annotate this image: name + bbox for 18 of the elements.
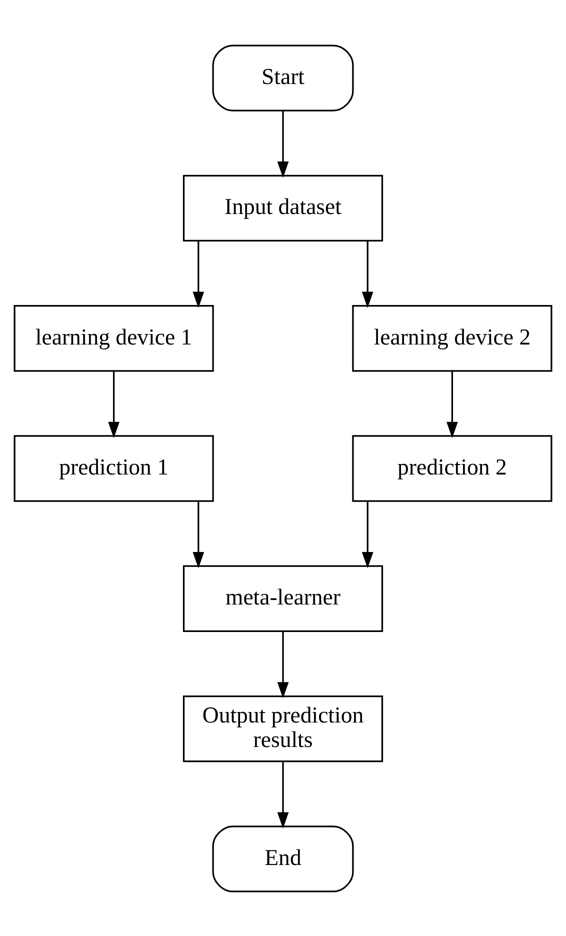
arrow <box>108 370 120 438</box>
node-box: prediction 2 <box>352 434 552 502</box>
node-box: prediction 1 <box>14 434 214 502</box>
arrow <box>446 370 458 438</box>
node-box: meta-learner <box>182 564 384 632</box>
arrow <box>192 500 204 568</box>
node-box: Output prediction results <box>182 694 384 762</box>
arrow <box>362 500 374 568</box>
node-box: Start <box>212 44 354 111</box>
arrow <box>277 631 289 698</box>
arrow <box>277 761 289 828</box>
node-box: Input dataset <box>182 174 384 242</box>
arrow <box>192 240 204 308</box>
arrow <box>362 240 374 308</box>
node-box: learning device 2 <box>352 304 552 372</box>
node-box: learning device 1 <box>14 304 214 372</box>
node-box: End <box>212 825 354 892</box>
arrow <box>277 110 289 178</box>
